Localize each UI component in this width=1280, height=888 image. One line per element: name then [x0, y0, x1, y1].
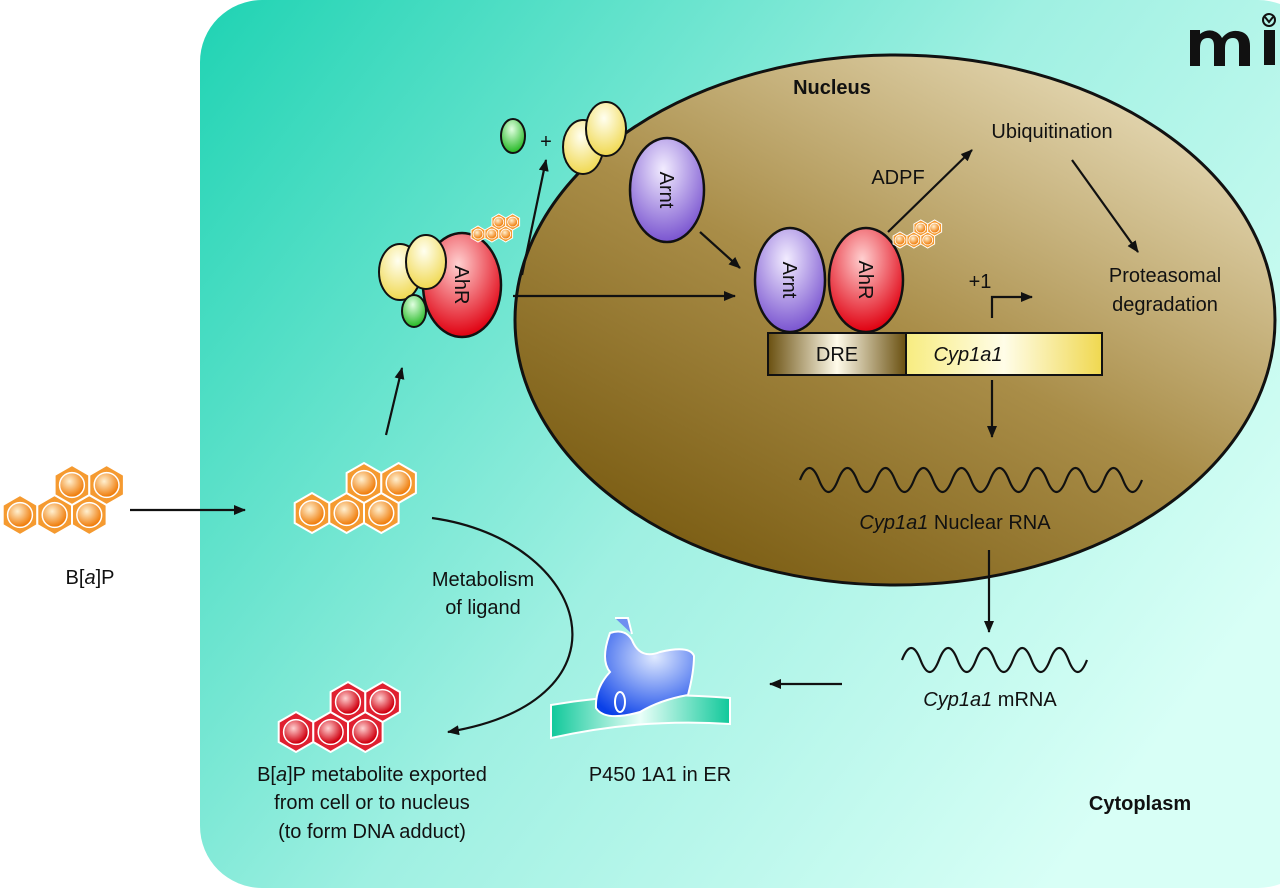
- adpf-label: ADPF: [871, 167, 924, 189]
- dre-label: DRE: [816, 344, 858, 366]
- ring-center: [317, 718, 344, 746]
- ring-center: [352, 718, 379, 746]
- ring-center: [493, 216, 505, 228]
- ring-center: [298, 499, 326, 527]
- mrna-wave: [900, 646, 1089, 674]
- metabolite-molecule: [277, 680, 401, 754]
- nucleus: [513, 53, 1277, 587]
- released-chaperones: +: [500, 101, 627, 175]
- ring-center: [350, 469, 378, 497]
- arnt-bound-label: Arnt: [778, 262, 800, 299]
- plus-sign: +: [540, 131, 552, 153]
- plus-one-label: +1: [969, 271, 992, 293]
- ring-center: [41, 501, 68, 529]
- cytoplasm-label: Cytoplasm: [1089, 793, 1191, 815]
- arrows: [130, 149, 1139, 736]
- ring-center: [333, 499, 360, 527]
- ring-center: [908, 234, 920, 246]
- ring-center: [929, 222, 941, 234]
- ring-center: [282, 718, 310, 746]
- arrow-ubiquitination: [887, 149, 973, 233]
- ring-center: [58, 471, 86, 499]
- export-label-2: from cell or to nucleus: [274, 792, 470, 814]
- arnt-free: Arnt: [628, 136, 706, 244]
- ring-center: [76, 501, 103, 529]
- ring-center: [368, 499, 395, 527]
- ring-center: [894, 234, 906, 246]
- bap-molecule-cytoplasm: [293, 461, 417, 535]
- proteasomal-label-2: degradation: [1112, 294, 1218, 316]
- dre-box: [767, 332, 907, 376]
- p450-in-er: [550, 617, 731, 740]
- arrow-degradation: [1071, 159, 1139, 253]
- gene-region: DRE Cyp1a1: [767, 332, 1103, 376]
- ring-center: [500, 228, 512, 240]
- ring-center: [472, 228, 484, 240]
- arrow-chaperone-release: [520, 159, 549, 276]
- ahr-cytoplasmic-complex: AhR: [378, 231, 503, 339]
- bap-bound-nucleus: [892, 219, 943, 249]
- ring-center: [334, 688, 362, 716]
- ring-center: [385, 469, 412, 497]
- arrow-ligand-binding: [384, 367, 405, 436]
- nuclear-rna-wave: [798, 466, 1144, 494]
- p450-enzyme: [594, 630, 696, 718]
- nuclear-rna-label: Cyp1a1 Nuclear RNA: [859, 512, 1051, 534]
- bap-hexagons: [1, 213, 943, 754]
- export-label-3: (to form DNA adduct): [278, 821, 466, 843]
- ring-center: [93, 471, 120, 499]
- bap-bound-cyto: [470, 213, 521, 243]
- cyp1a1-gene-label: Cyp1a1: [934, 344, 1003, 366]
- ring-center: [507, 216, 519, 228]
- p450-label: P450 1A1 in ER: [589, 764, 731, 786]
- transcription-start-arrow: [990, 292, 1033, 318]
- metabolism-label-2: of ligand: [445, 597, 521, 619]
- arnt-ahr-dimer: Arnt AhR: [753, 226, 905, 334]
- proteasomal-label-1: Proteasomal: [1109, 265, 1221, 287]
- arrow-arnt-dimerization: [699, 231, 741, 269]
- arnt-free-label: Arnt: [655, 172, 677, 209]
- ring-center: [915, 222, 927, 234]
- ubiquitination-label: Ubiquitination: [991, 121, 1112, 143]
- metabolism-label-1: Metabolism: [432, 569, 534, 591]
- arrow-metabolism: [431, 516, 574, 736]
- export-label-1: B[a]P metabolite exported: [257, 764, 487, 786]
- ahr-cyto-label: AhR: [450, 266, 472, 305]
- mrna-label: Cyp1a1 mRNA: [923, 689, 1057, 711]
- cyp1a1-gene-box: [905, 332, 1103, 376]
- ahr-bound-label: AhR: [854, 261, 876, 300]
- mi-logo: [1190, 13, 1276, 66]
- bap-molecule-outside: [1, 463, 125, 537]
- ring-center: [486, 228, 498, 240]
- nucleus-label: Nucleus: [793, 77, 871, 99]
- ring-center: [922, 234, 934, 246]
- ring-center: [6, 501, 34, 529]
- ring-center: [369, 688, 396, 716]
- bap-label: B[a]P: [66, 567, 115, 589]
